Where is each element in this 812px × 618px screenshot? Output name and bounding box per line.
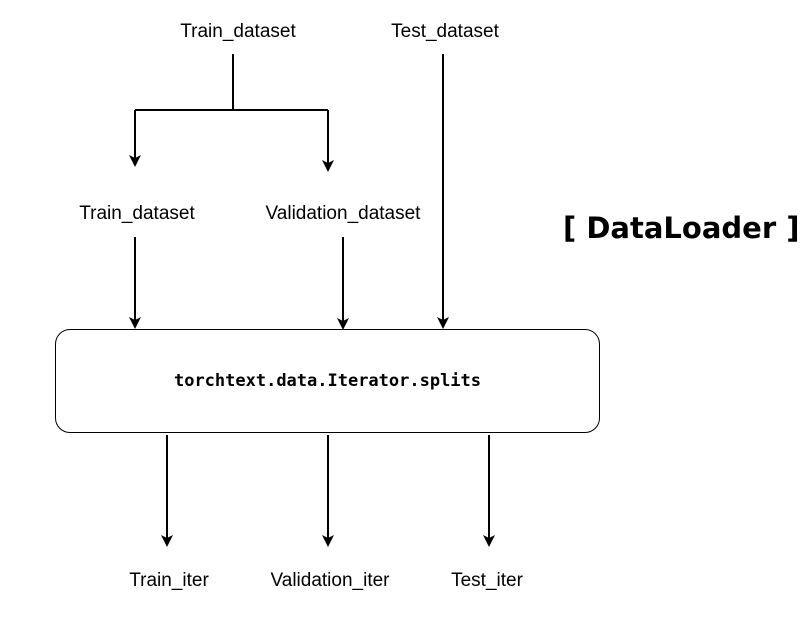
- input-train-dataset-label: Train_dataset: [180, 21, 296, 42]
- split-validation-dataset-label: Validation_dataset: [265, 203, 421, 224]
- iterator-splits-label: torchtext.data.Iterator.splits: [173, 371, 482, 391]
- output-test-iter-label: Test_iter: [451, 570, 523, 591]
- output-validation-iter-label: Validation_iter: [270, 570, 390, 591]
- iterator-splits-box: torchtext.data.Iterator.splits: [55, 329, 600, 433]
- split-connector: [135, 54, 328, 111]
- output-train-iter-label: Train_iter: [129, 570, 209, 591]
- input-test-dataset-label: Test_dataset: [391, 21, 499, 42]
- diagram-title: [ DataLoader ]: [563, 211, 800, 245]
- split-train-dataset-label: Train_dataset: [79, 203, 195, 224]
